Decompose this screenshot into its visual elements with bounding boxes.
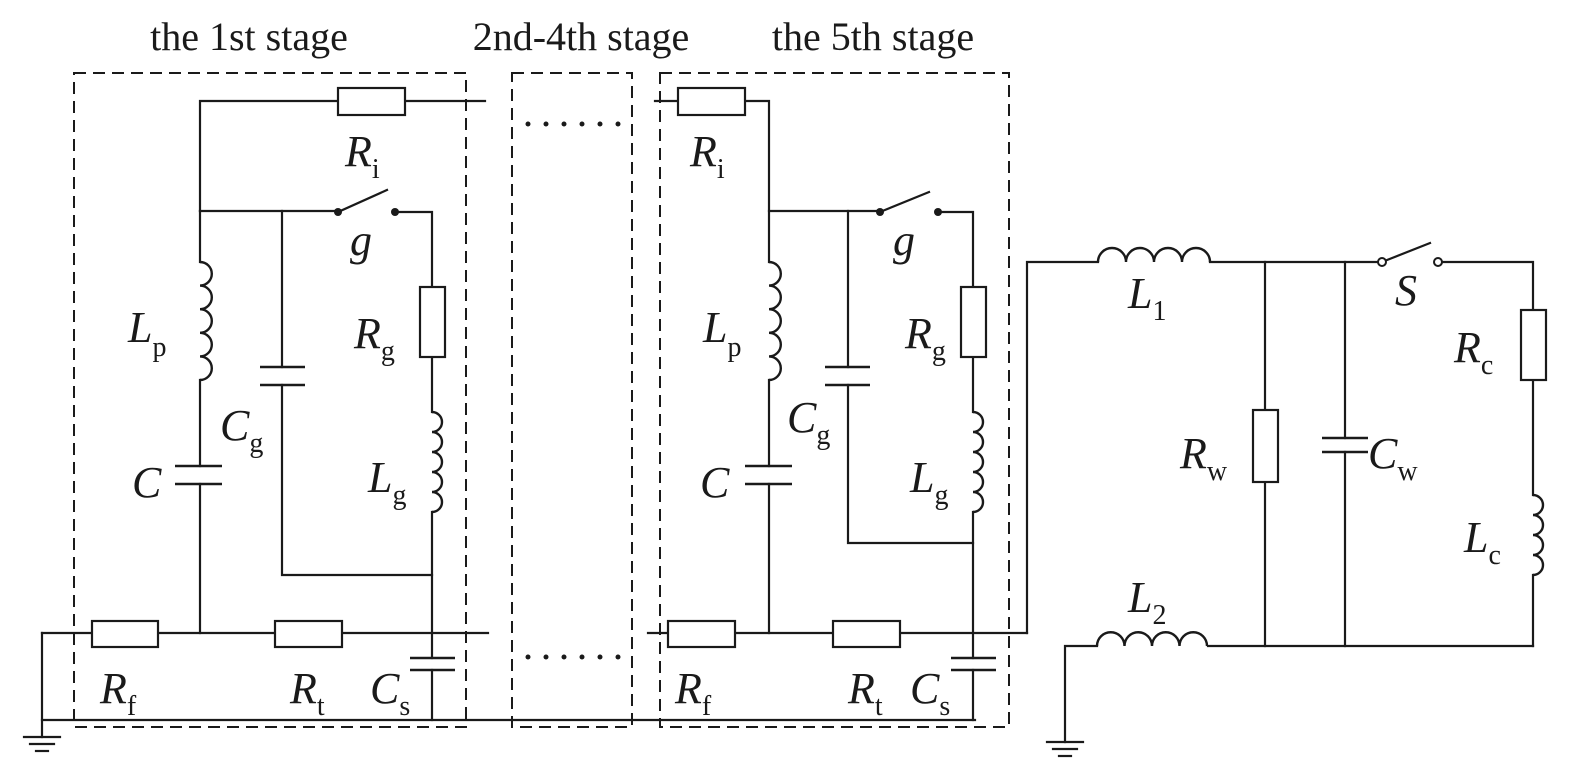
stage-1-label-ri: Ri	[344, 127, 380, 185]
stage-5-label-cg: Cg	[787, 393, 830, 451]
stage-5-title: the 5th stage	[772, 14, 974, 59]
load-inductor-lc	[1532, 493, 1545, 577]
stage-5-label-g: g	[893, 216, 915, 265]
stage-5-switch-g	[876, 190, 942, 216]
load-label-lc: Lc	[1463, 513, 1501, 571]
load-label-s: S	[1395, 266, 1417, 315]
stage-5-resistor-rg	[959, 285, 988, 359]
stage-1-capacitor-cg	[260, 365, 305, 387]
stage-5-label-rf: Rf	[674, 664, 712, 722]
stage-1-wires	[22, 99, 977, 753]
stage-1-label-lp: Lp	[127, 303, 166, 363]
stage-5-components	[666, 86, 996, 672]
stage-5-inductor-lg	[972, 410, 985, 514]
stage-1-label-cg: Cg	[220, 401, 263, 459]
middle-stage-ellipsis	[525, 121, 621, 660]
stage-boxes	[73, 72, 1010, 728]
stage-1-inductor-lp	[199, 260, 213, 382]
stage-1-inductor-lg	[431, 410, 444, 514]
stage-1-label-rg: Rg	[353, 309, 395, 367]
load-label-rc: Rc	[1453, 323, 1493, 381]
stage-5-resistor-rf	[666, 619, 737, 649]
stage-1-labels: Ri g Lp Cg Rg C Lg Rf Rt Cs	[99, 127, 410, 722]
stage-1-resistor-rg	[418, 285, 447, 359]
stage-5-label-c: C	[700, 458, 730, 507]
stage-5-labels: Ri g Lp Cg Rg C Lg Rf Rt Cs	[674, 127, 950, 722]
stage-5-capacitor-cs	[951, 656, 996, 672]
stage-1-capacitor-cs	[410, 656, 455, 672]
load-label-cw: Cw	[1368, 429, 1418, 487]
stage-1-resistor-ri	[336, 86, 407, 117]
stage-5-capacitor-c	[745, 464, 792, 486]
load-labels: L1 L2 S Rw Cw Rc Lc	[1127, 266, 1501, 631]
load-inductor-l2	[1095, 631, 1209, 647]
stage-1-resistor-rt	[273, 619, 344, 649]
stage-5-label-cs: Cs	[910, 664, 950, 722]
stage-5-label-rt: Rt	[847, 664, 883, 722]
stage-1-capacitor-c	[175, 464, 222, 486]
stage-1-label-cs: Cs	[370, 664, 410, 722]
load-inductor-l1	[1096, 246, 1212, 263]
load-label-l2: L2	[1127, 573, 1166, 631]
stage-2-4-box	[511, 72, 633, 728]
load-switch-s	[1377, 241, 1443, 267]
stage-5-label-rg: Rg	[904, 309, 946, 367]
stage-5-label-lp: Lp	[702, 303, 741, 363]
stage-2-4-title: 2nd-4th stage	[473, 14, 690, 59]
load-resistor-rc	[1519, 308, 1548, 382]
load-wires	[1045, 260, 1535, 758]
stage-5-inductor-lp	[768, 260, 782, 382]
stage-5-box	[659, 72, 1010, 728]
stage-1-label-lg: Lg	[367, 453, 406, 511]
stage-5-resistor-ri	[676, 86, 747, 117]
stage-5-label-lg: Lg	[909, 453, 948, 511]
stage-1-box	[73, 72, 467, 728]
stage-1-label-rf: Rf	[99, 664, 137, 722]
load-capacitor-cw	[1322, 436, 1368, 454]
stage-1-components	[90, 86, 455, 672]
stage-5-resistor-rt	[831, 619, 902, 649]
stage-titles: the 1st stage 2nd-4th stage the 5th stag…	[150, 14, 974, 59]
stage-1-label-rt: Rt	[289, 664, 325, 722]
stage-1-title: the 1st stage	[150, 14, 348, 59]
stage-5-label-ri: Ri	[689, 127, 725, 185]
load-label-rw: Rw	[1179, 429, 1228, 487]
stage-1-switch-g	[334, 188, 399, 216]
load-components	[1095, 241, 1548, 647]
stage-5-capacitor-cg	[825, 365, 870, 387]
stage-5-wires	[646, 99, 1100, 722]
stage-1-label-g: g	[350, 216, 372, 265]
load-label-l1: L1	[1127, 269, 1166, 327]
stage-1-resistor-rf	[90, 619, 160, 649]
load-resistor-rw	[1251, 408, 1280, 484]
stage-1-label-c: C	[132, 458, 162, 507]
